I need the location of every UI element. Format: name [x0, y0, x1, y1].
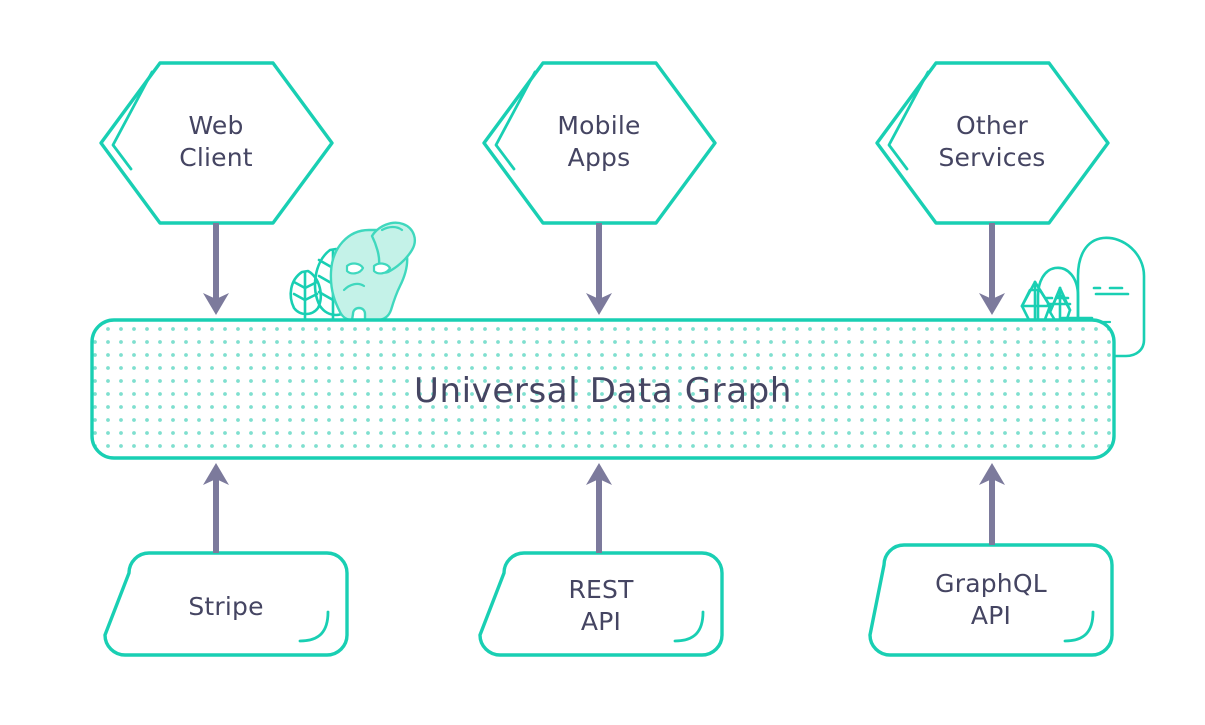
- stripe-card: [103, 551, 349, 657]
- rest-api-to-graph-arrowhead: [586, 463, 612, 485]
- stripe-node[interactable]: [105, 553, 347, 655]
- web-client-to-graph-arrowhead: [203, 293, 229, 315]
- stripe-card-accent: [298, 610, 330, 643]
- graphql-api-node[interactable]: [870, 545, 1112, 655]
- graphql-api-card-accent: [1063, 610, 1095, 643]
- other-services-hexagon: [875, 61, 1110, 225]
- mascot-bird-icon: [329, 221, 416, 328]
- rest-api-card: [478, 551, 724, 657]
- other-services-node[interactable]: [877, 63, 1108, 223]
- other-services-hexagon-accent: [887, 70, 930, 171]
- rest-api-node[interactable]: [480, 553, 722, 655]
- graphql-api-card: [868, 543, 1114, 657]
- stripe-to-graph-arrowhead: [203, 463, 229, 485]
- mobile-apps-hexagon: [482, 61, 717, 225]
- universal-data-graph-bar: [90, 318, 1116, 460]
- web-client-hexagon: [99, 61, 334, 225]
- mobile-apps-hexagon-accent: [494, 70, 537, 171]
- mobile-apps-node[interactable]: [484, 63, 715, 223]
- web-client-node[interactable]: [101, 63, 332, 223]
- graphql-api-to-graph-arrowhead: [979, 463, 1005, 485]
- other-services-to-graph-arrowhead: [979, 293, 1005, 315]
- rest-api-card-accent: [673, 610, 705, 643]
- web-client-hexagon-accent: [111, 70, 154, 171]
- universal-data-graph-node[interactable]: [92, 320, 1114, 458]
- mobile-apps-to-graph-arrowhead: [586, 293, 612, 315]
